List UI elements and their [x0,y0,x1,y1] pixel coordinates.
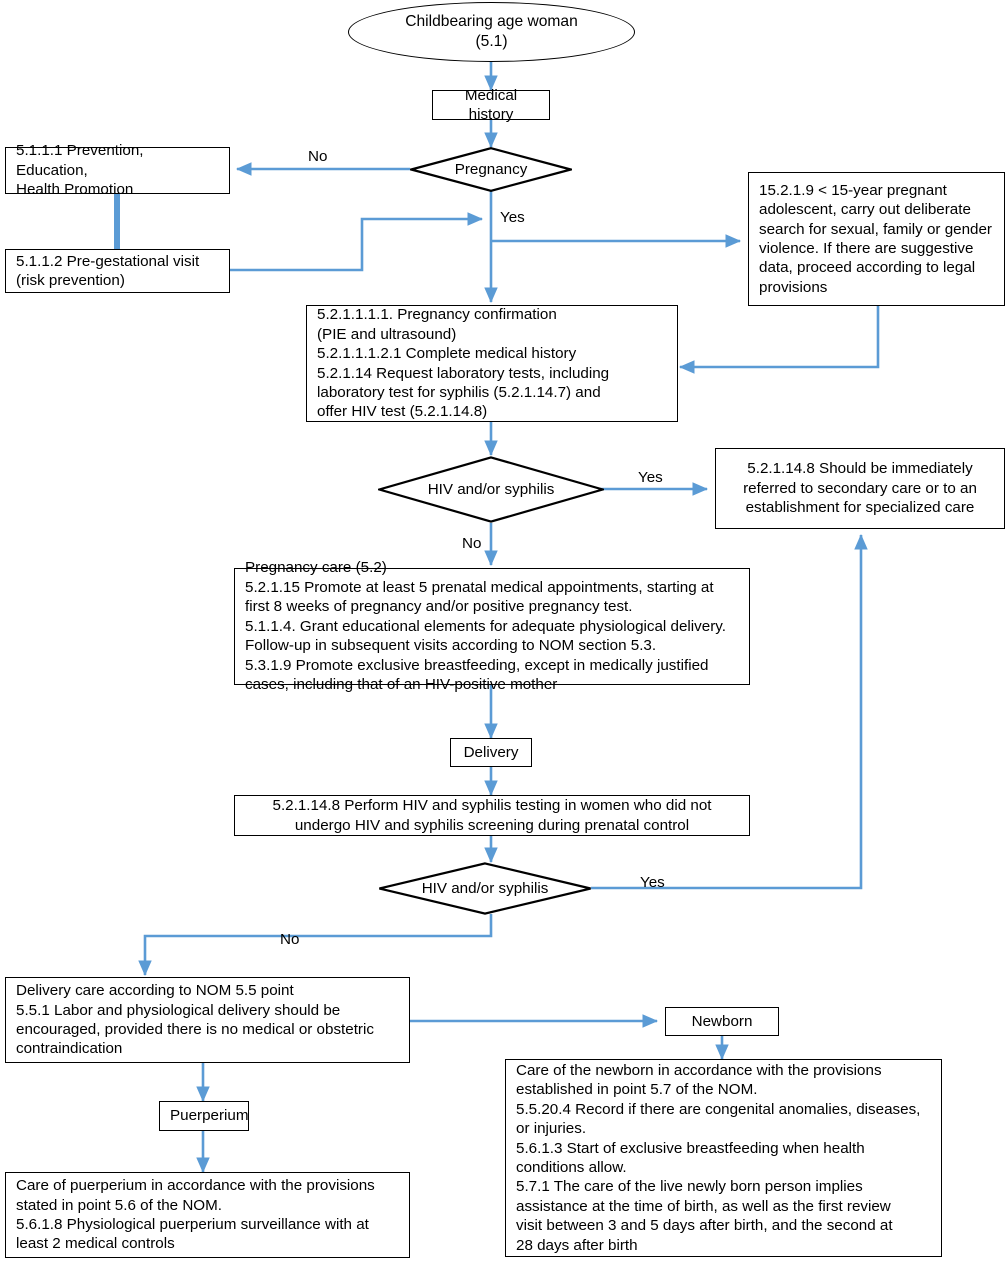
node-referral-secondary-care-label: 5.2.1.14.8 Should be immediately referre… [743,460,977,517]
node-referral-secondary-care[interactable]: 5.2.1.14.8 Should be immediately referre… [715,448,1005,529]
node-childbearing-age-woman-label: Childbearing age woman (5.1) [405,12,578,50]
hiv-decision-2-diamond-icon [378,862,592,915]
edge-label-hiv2-no: No [280,931,300,948]
edge-label-hiv2-yes: Yes [640,874,665,891]
edge-label-hiv1-yes: Yes [638,469,663,486]
node-hiv-syphilis-decision-prenatal[interactable]: HIV and/or syphilis [378,456,604,523]
node-hiv-syphilis-testing-label: 5.2.1.14.8 Perform HIV and syphilis test… [272,797,712,834]
node-hiv-syphilis-decision-delivery-label: HIV and/or syphilis [421,880,549,897]
edge-label-hiv1-no: No [462,535,482,552]
node-delivery-care-label: Delivery care according to NOM 5.5 point… [16,982,374,1058]
node-pregestational-visit[interactable]: 5.1.1.2 Pre-gestational visit (risk prev… [5,249,230,293]
node-newborn-care-label: Care of the newborn in accordance with t… [516,1061,921,1254]
node-delivery-care[interactable]: Delivery care according to NOM 5.5 point… [5,977,410,1063]
pregnancy-diamond-icon [410,147,572,192]
node-pregnancy-decision-label: Pregnancy [454,161,528,178]
node-hiv-syphilis-decision-prenatal-label: HIV and/or syphilis [427,481,555,498]
node-hiv-syphilis-testing[interactable]: 5.2.1.14.8 Perform HIV and syphilis test… [234,795,750,836]
node-puerperium[interactable]: Puerperium [159,1101,249,1131]
node-medical-history-label: Medical history [464,86,518,123]
edge-label-pregnancy-no: No [308,148,328,165]
node-newborn-label: Newborn [691,1012,753,1030]
node-adolescent-violence-search[interactable]: 15.2.1.9 < 15-year pregnant adolescent, … [748,172,1005,306]
node-hiv-syphilis-decision-delivery[interactable]: HIV and/or syphilis [378,862,592,915]
node-delivery[interactable]: Delivery [450,738,532,767]
node-newborn-care[interactable]: Care of the newborn in accordance with t… [505,1059,942,1257]
node-puerperium-care-label: Care of puerperium in accordance with th… [16,1177,375,1253]
edge-adolescent-to-confirmation [678,306,880,374]
node-pregnancy-confirmation-label: 5.2.1.1.1.1. Pregnancy confirmation (PIE… [317,306,610,421]
edge-pregestational-to-yes [230,212,484,272]
node-medical-history[interactable]: Medical history [432,87,550,123]
node-pregestational-visit-label: 5.1.1.2 Pre-gestational visit (risk prev… [16,252,200,289]
node-pregnancy-care-label: Pregnancy care (5.2) 5.2.1.15 Promote at… [245,559,726,694]
node-adolescent-violence-search-label: 15.2.1.9 < 15-year pregnant adolescent, … [759,181,992,296]
node-newborn[interactable]: Newborn [665,1007,779,1036]
node-prevention-education-label: 5.1.1.1 Prevention, Education, Health Pr… [16,142,144,199]
node-pregnancy-decision[interactable]: Pregnancy [410,147,572,192]
edge-hiv2-no-to-delivery-care [138,914,493,977]
hiv-decision-1-diamond-icon [378,456,604,523]
node-puerperium-care[interactable]: Care of puerperium in accordance with th… [5,1172,410,1258]
edge-label-pregnancy-yes: Yes [500,209,525,226]
node-prevention-education[interactable]: 5.1.1.1 Prevention, Education, Health Pr… [5,142,230,198]
node-delivery-label: Delivery [463,743,519,761]
node-pregnancy-care[interactable]: Pregnancy care (5.2) 5.2.1.15 Promote at… [234,559,750,693]
node-childbearing-age-woman[interactable]: Childbearing age woman (5.1) [348,2,635,62]
node-puerperium-label: Puerperium [170,1107,249,1125]
node-pregnancy-confirmation[interactable]: 5.2.1.1.1.1. Pregnancy confirmation (PIE… [306,305,678,422]
